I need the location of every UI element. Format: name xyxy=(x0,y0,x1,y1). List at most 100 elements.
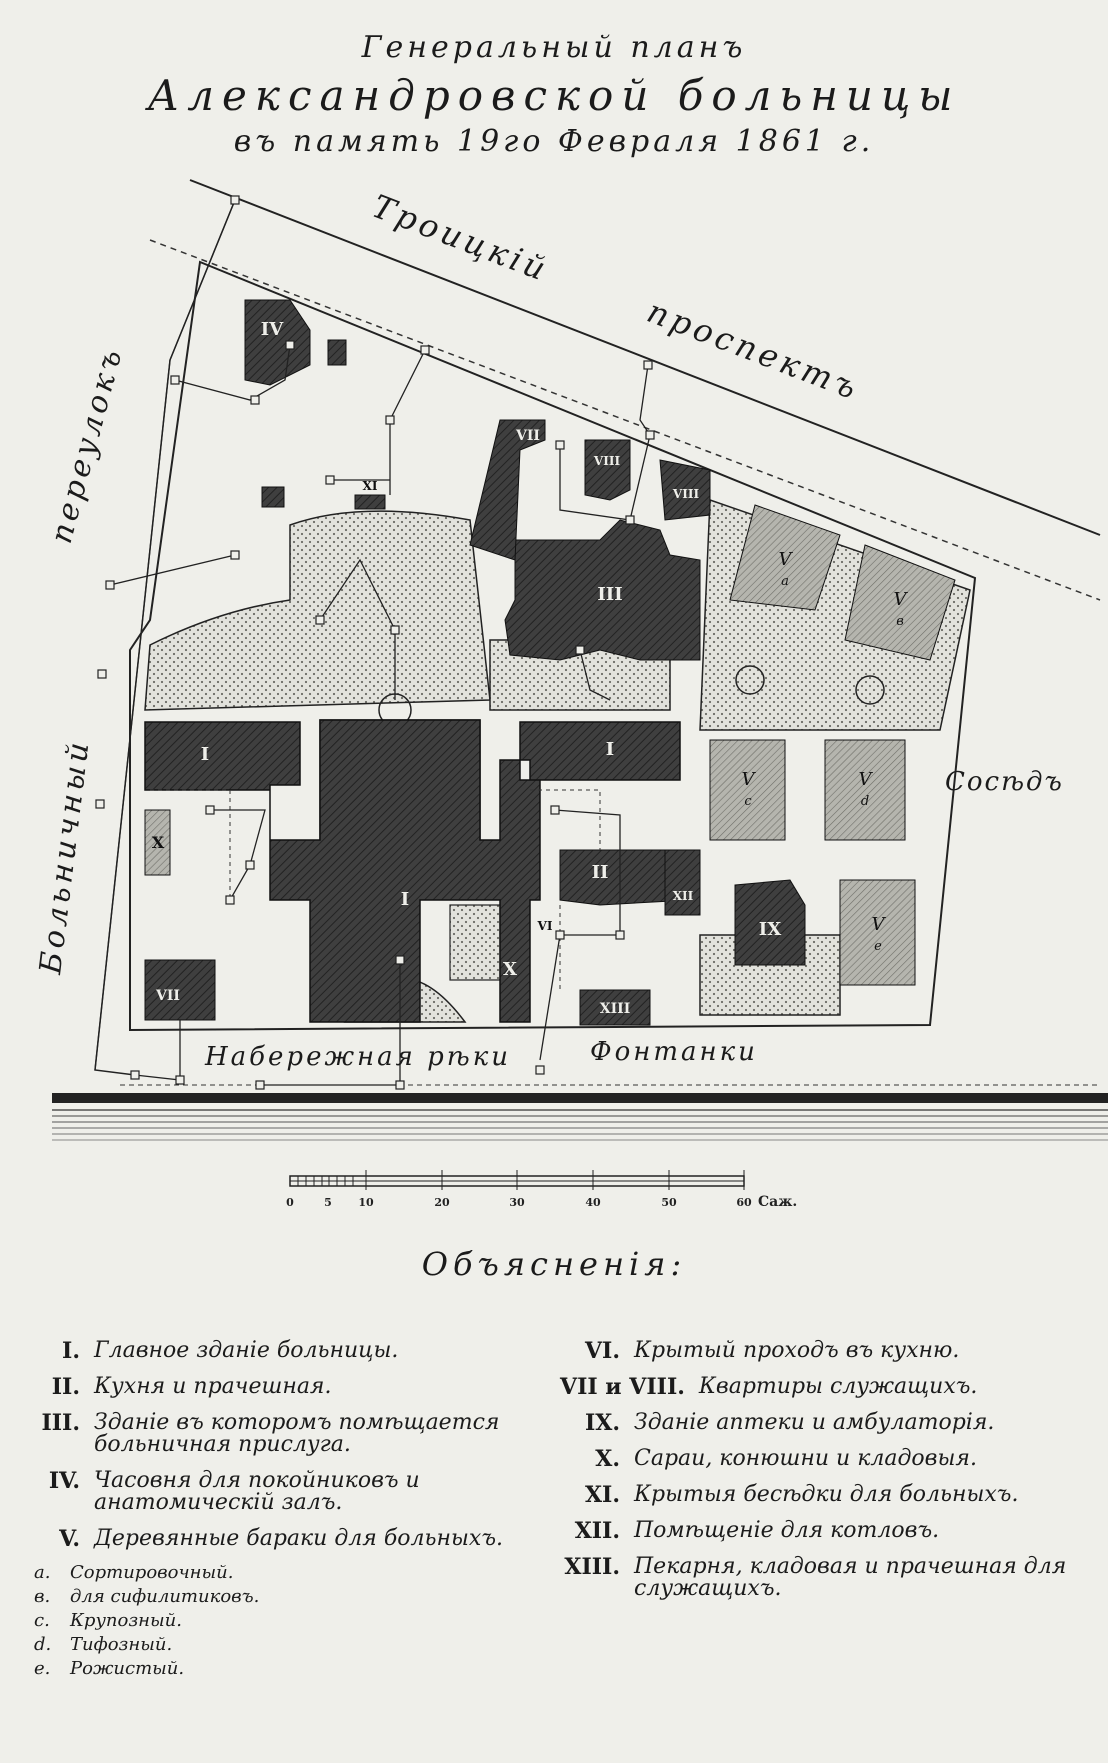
label-IV: IV xyxy=(261,319,284,340)
scale-bar: 0 5 10 20 30 40 50 60 Саж. xyxy=(286,1170,797,1210)
legend-num: II. xyxy=(51,1374,80,1400)
site-boundary xyxy=(129,260,977,1032)
label-IX: IX xyxy=(759,919,781,940)
scale-tick-30: 30 xyxy=(509,1196,525,1209)
label-X-middle: X xyxy=(283,959,297,980)
legend-text: Зданiе аптеки и амбулаторiя. xyxy=(634,1410,995,1435)
legend-num: X. xyxy=(595,1446,620,1472)
scale-tick-10: 10 xyxy=(358,1196,374,1209)
legend-sub-text: Сортировочный. xyxy=(70,1562,234,1583)
legend-sub-text: для сифилитиковъ. xyxy=(70,1586,260,1607)
legend-num: VI. xyxy=(584,1338,620,1364)
scale-tick-50: 50 xyxy=(661,1196,677,1209)
legend-text: Сараи, конюшни и кладовыя. xyxy=(634,1446,977,1471)
label-Vc-sub: c xyxy=(744,794,752,809)
courtyard-paths xyxy=(150,789,601,990)
main-building-I xyxy=(144,719,681,1023)
legend-num: I. xyxy=(62,1338,80,1364)
legend-subitem: в. для сифилитиковъ. xyxy=(34,1588,580,1606)
pavilion-XI xyxy=(354,494,386,510)
street-troitsky: Троицкiй xyxy=(367,187,554,289)
building-VIII-north xyxy=(584,439,631,501)
legend-item: I. Главное зданiе больницы. xyxy=(20,1338,580,1364)
legend-num: XIII. xyxy=(564,1554,620,1580)
scale-tick-40: 40 xyxy=(585,1196,601,1209)
legend-text: Зданiе въ которомъ помѣщается больничная… xyxy=(94,1410,500,1457)
label-I-east: I xyxy=(606,739,614,760)
legend-sub-num: c. xyxy=(34,1610,50,1631)
legend-subitem: e. Рожистый. xyxy=(34,1660,580,1678)
title-line-3: въ память 19го Февраля 1861 г. xyxy=(233,124,875,159)
scale-tick-20: 20 xyxy=(434,1196,450,1209)
small-shed xyxy=(261,486,285,508)
legend-subitem: a. Сортировочный. xyxy=(34,1564,580,1582)
legend-sub-text: Рожистый. xyxy=(70,1658,185,1679)
lamp-posts xyxy=(95,195,655,1090)
legend-item: IV. Часовня для покойниковъ и анатомичес… xyxy=(20,1470,580,1514)
legend-item: IX. Зданiе аптеки и амбулаторiя. xyxy=(560,1410,1100,1436)
legend-sub-num: e. xyxy=(34,1658,51,1679)
legend-num: III. xyxy=(41,1410,80,1436)
label-X-west: X xyxy=(152,833,165,852)
legend-left-column: I. Главное зданiе больницы. II. Кухня и … xyxy=(20,1340,580,1684)
building-VIII-east xyxy=(659,459,711,521)
label-VIII-north: VIII xyxy=(593,454,621,468)
street-fontanki: Фонтанки xyxy=(590,1037,758,1067)
legend-item: XI. Крытыя бесѣдки для больныхъ. xyxy=(560,1482,1100,1508)
label-II: II xyxy=(592,862,609,883)
legend-item: XIII. Пекарня, кладовая и прачешная для … xyxy=(560,1556,1100,1600)
legend-num: V. xyxy=(59,1526,80,1552)
label-VII-north: VII xyxy=(515,428,540,444)
neighbor-label: Сосѣдъ xyxy=(945,767,1064,797)
street-pereulok: переулокъ xyxy=(44,342,130,547)
legend-text: Помѣщенiе для котловъ. xyxy=(634,1518,940,1543)
legend-text: Крытыя бесѣдки для больныхъ. xyxy=(634,1482,1019,1507)
legend-text: Главное зданiе больницы. xyxy=(94,1338,399,1363)
street-naberezhnaya: Набережная рѣки xyxy=(204,1042,511,1072)
scale-tick-5: 5 xyxy=(324,1196,332,1209)
label-XI: XI xyxy=(363,479,378,493)
legend-sub-num: в. xyxy=(34,1586,51,1607)
legend-num: XI. xyxy=(584,1482,620,1508)
building-IX xyxy=(734,879,806,966)
legend-sub-text: Крупозный. xyxy=(70,1610,182,1631)
label-XIII: XIII xyxy=(600,1001,631,1017)
scale-tick-0: 0 xyxy=(286,1196,294,1209)
label-Vc: V xyxy=(742,769,757,790)
legend-right-column: VI. Крытый проходъ въ кухню. VII и VIII.… xyxy=(560,1340,1100,1614)
building-IV xyxy=(244,299,311,386)
legend-text: Крытый проходъ въ кухню. xyxy=(634,1338,960,1363)
scale-tick-60: 60 xyxy=(736,1196,752,1209)
building-VII-west xyxy=(144,959,216,1021)
label-Vb-sub: в xyxy=(896,614,904,629)
street-prospekt: проспектъ xyxy=(642,292,865,408)
barrack-Vc xyxy=(709,739,786,841)
label-Va: V xyxy=(779,549,794,570)
legend-item: XII. Помѣщенiе для котловъ. xyxy=(560,1518,1100,1543)
label-X-east: X xyxy=(503,959,517,980)
label-Vd-sub: d xyxy=(861,794,869,809)
barrack-Va xyxy=(729,504,841,611)
legend-text: Кухня и прачешная. xyxy=(94,1374,332,1399)
label-I-south: I xyxy=(401,889,409,910)
label-Ve-sub: e xyxy=(874,939,882,954)
legend-num: IV. xyxy=(48,1468,80,1494)
legend-sub-num: d. xyxy=(34,1634,52,1655)
label-Va-sub: a xyxy=(781,574,789,589)
barrack-Vb xyxy=(844,544,956,661)
legend-subitem: c. Крупозный. xyxy=(34,1612,580,1630)
legend-num: IX. xyxy=(584,1410,620,1436)
label-I-west: I xyxy=(201,744,209,765)
legend-text: Пекарня, кладовая и прачешная для служащ… xyxy=(634,1554,1067,1601)
title-line-2: Александровской больницы xyxy=(147,71,961,120)
label-Vd: V xyxy=(859,769,874,790)
street-bolnichny: Больничный xyxy=(33,737,97,977)
label-Ve: V xyxy=(872,914,887,935)
label-Vb: V xyxy=(894,589,909,610)
building-XIII xyxy=(579,989,651,1026)
scale-unit: Саж. xyxy=(758,1194,797,1210)
site-plan-map: I I I II III IV VII VII VIII VIII IX X X… xyxy=(33,179,1108,1210)
building-XII xyxy=(664,849,701,916)
legend-sub-text: Тифозный. xyxy=(70,1634,173,1655)
